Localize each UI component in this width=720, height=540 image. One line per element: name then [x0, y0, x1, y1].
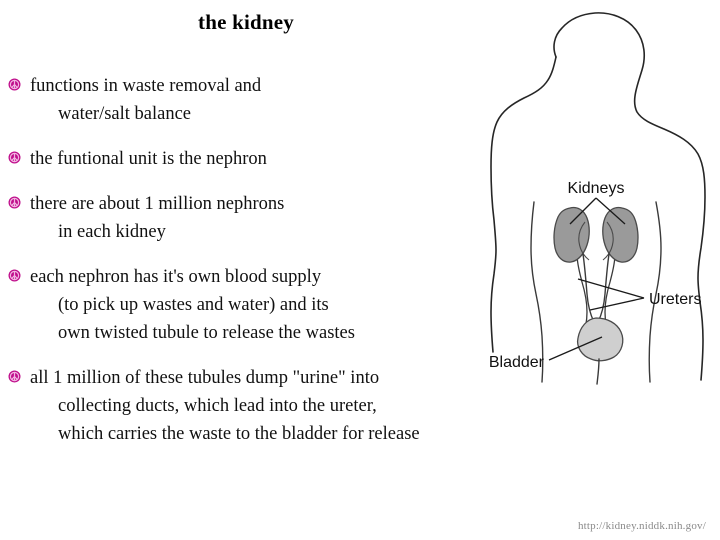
list-item-line: collecting ducts, which lead into the ur…	[58, 396, 377, 416]
list-item-line: water/salt balance	[58, 104, 192, 124]
list-item-line: all 1 million of these tubules dump "uri…	[30, 368, 380, 388]
list-item: each nephron has it's own blood supply (…	[6, 263, 506, 347]
source-url-footer: http://kidney.niddk.nih.gov/	[577, 520, 706, 532]
body-left-outline-path	[490, 56, 557, 353]
bladder-label: Bladder	[489, 354, 545, 371]
urinary-system-body-diagram: Kidneys Ureters Bladder	[486, 2, 720, 412]
bladder-shape	[576, 317, 624, 362]
list-item: functions in waste removal and water/sal…	[6, 72, 506, 128]
list-item-text: there are about 1 million nephrons in ea…	[30, 190, 506, 246]
torso-right-inner-path	[648, 201, 662, 383]
urethra-path	[596, 358, 600, 385]
page-title: the kidney	[198, 10, 294, 34]
list-item-line: the funtional unit is the nephron	[30, 149, 267, 169]
body-outline-svg: Kidneys Ureters Bladder	[489, 12, 706, 385]
kidneys-leader-right	[595, 197, 626, 225]
list-item-text: all 1 million of these tubules dump "uri…	[30, 364, 506, 448]
peace-sign-bullet-icon	[8, 78, 21, 91]
kidneys-leader-left	[569, 197, 597, 225]
list-item-line: there are about 1 million nephrons	[30, 194, 285, 214]
ureter-left-path	[582, 253, 595, 323]
list-item-line: which carries the waste to the bladder f…	[58, 424, 420, 444]
ureters-leader-lower	[589, 297, 645, 311]
kidney-left-hilum-path	[578, 221, 590, 261]
list-item-line: own twisted tubule to release the wastes	[58, 323, 355, 343]
kidney-right-hilum-path	[602, 221, 614, 261]
list-item: the funtional unit is the nephron	[6, 145, 506, 173]
body-outline-path	[553, 12, 706, 381]
torso-left-inner-path	[530, 201, 544, 383]
ureters-label: Ureters	[649, 291, 701, 308]
ureters-leader-upper	[577, 278, 645, 299]
peace-sign-bullet-icon	[8, 269, 21, 282]
list-item-text: the funtional unit is the nephron	[30, 145, 506, 173]
list-item-line: (to pick up wastes and water) and its	[58, 295, 329, 315]
bladder-leader	[548, 336, 603, 361]
list-item-line: functions in waste removal and	[30, 76, 262, 96]
peace-sign-bullet-icon	[8, 370, 21, 383]
kidneys-label: Kidneys	[568, 180, 625, 197]
list-item-line: each nephron has it's own blood supply	[30, 267, 322, 287]
ureter-right-path	[597, 253, 610, 323]
list-item: there are about 1 million nephrons in ea…	[6, 190, 506, 246]
bullet-list: functions in waste removal and water/sal…	[6, 72, 506, 465]
list-item: all 1 million of these tubules dump "uri…	[6, 364, 506, 448]
peace-sign-bullet-icon	[8, 196, 21, 209]
peace-sign-bullet-icon	[8, 151, 21, 164]
list-item-text: functions in waste removal and water/sal…	[30, 72, 506, 128]
list-item-text: each nephron has it's own blood supply (…	[30, 263, 506, 347]
list-item-line: in each kidney	[58, 222, 166, 242]
